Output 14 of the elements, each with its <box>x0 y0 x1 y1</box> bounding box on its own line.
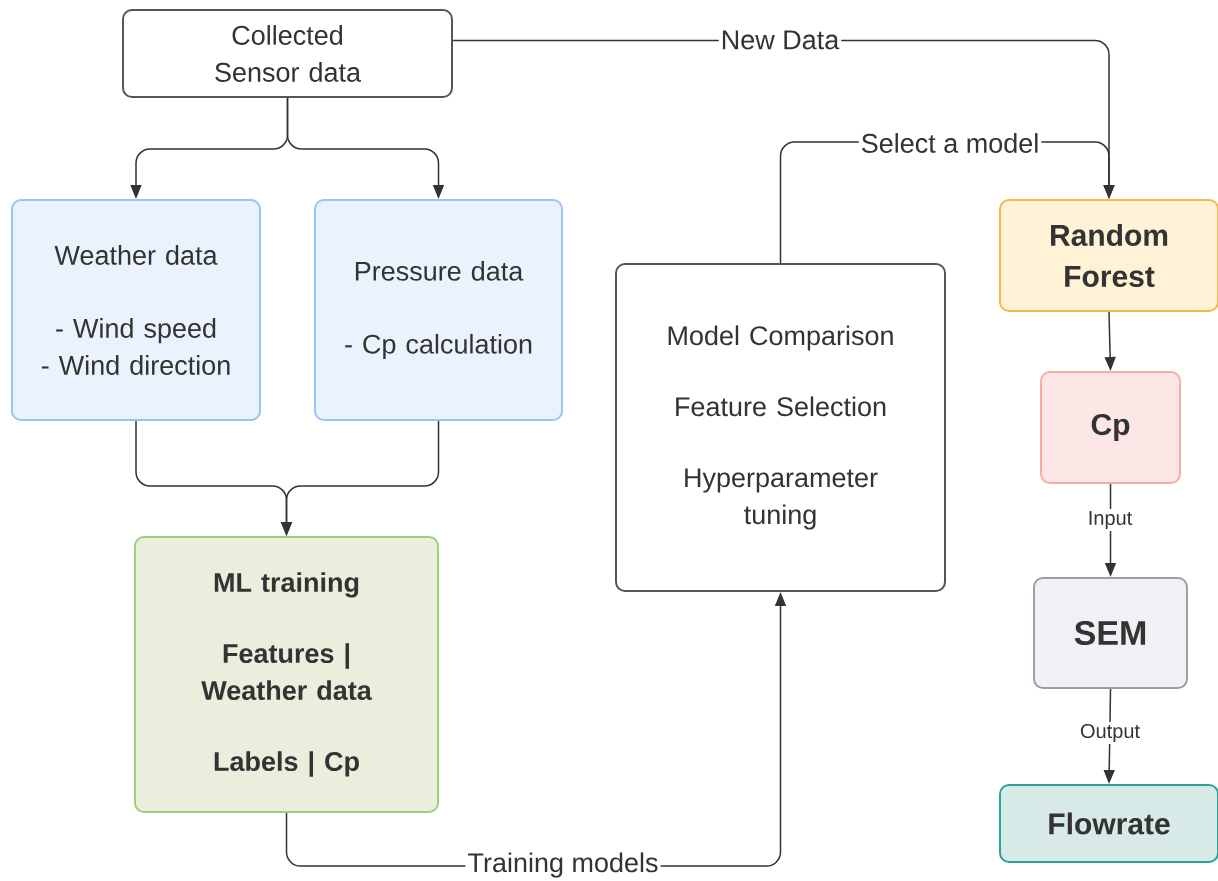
output-box: Cp <box>1040 371 1181 484</box>
edge-label: Select a model <box>858 131 1042 155</box>
data-box: Weather data - Wind speed - Wind direction <box>11 199 261 421</box>
edge-label: Input <box>1085 509 1135 531</box>
process-box: SEM <box>1033 577 1188 689</box>
output-box: Flowrate <box>999 784 1218 863</box>
model-box: Random Forest <box>999 199 1218 312</box>
edge-label: Training models <box>465 850 661 880</box>
edge-label: Output <box>1078 721 1143 745</box>
process-box: Model Comparison Feature Selection Hyperparameter tuning <box>615 263 946 592</box>
process-box: Collected Sensor data <box>122 9 453 98</box>
process-box: ML training Features | Weather data Labels | Cp <box>134 536 439 813</box>
data-box: Pressure data - Cp calculation <box>314 199 563 421</box>
edge-label: New Data <box>718 28 842 52</box>
